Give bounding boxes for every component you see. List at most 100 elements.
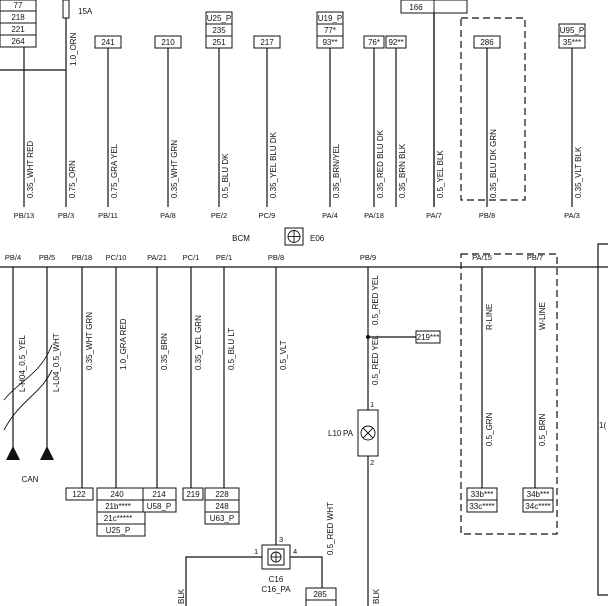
pin-label: PC/9 bbox=[259, 211, 276, 220]
wire-label: 0.35_BLU DK GRN bbox=[489, 129, 498, 198]
lower-wire-label: 0.5_BRN bbox=[538, 413, 547, 446]
module-name: BCM bbox=[232, 234, 250, 243]
dashed-option-box-lower bbox=[460, 253, 558, 535]
upper-ref: 77* bbox=[324, 26, 336, 35]
upper-ref: 210 bbox=[161, 38, 175, 47]
lower-wire-label: 0.5_RED YEL bbox=[371, 275, 380, 325]
wire-label: 0.35_WHT GRN bbox=[170, 140, 179, 198]
connector-sub: C16_PA bbox=[261, 585, 291, 594]
pin-label: PB/11 bbox=[98, 211, 118, 220]
lower-pin-label: PA/21 bbox=[147, 253, 167, 262]
upper-ref: 92** bbox=[388, 38, 403, 47]
lower-ref-boxes: 122 240 21b**** 21c***** U25_P 214 U58_P… bbox=[65, 330, 554, 537]
lower-pin-label: PC/1 bbox=[183, 253, 200, 262]
lower-wire-label: 0.5_GRN bbox=[485, 412, 494, 446]
lower-wire-label: 0.35_WHT GRN bbox=[85, 312, 94, 370]
connector-c16: 1 3 4 C16 C16_PA BLK 0.5_RED WHT 285 BLK bbox=[177, 502, 381, 606]
dashed-option-box-upper bbox=[460, 17, 526, 201]
wire-label: 0.35_VLT BLK bbox=[574, 146, 583, 198]
ref-122: 122 bbox=[72, 490, 86, 499]
ref-34c: 34c**** bbox=[525, 502, 550, 511]
lower-wire-label: R-LINE bbox=[485, 304, 494, 330]
wire-label: 0.5_BLU DK bbox=[221, 153, 230, 198]
ref-221: 221 bbox=[11, 25, 25, 34]
lower-pin-label: PB/5 bbox=[39, 253, 55, 262]
ref-166: 166 bbox=[409, 3, 423, 12]
can-label: CAN bbox=[22, 475, 39, 484]
connector-name: C16 bbox=[269, 575, 284, 584]
can-bus: CAN bbox=[3, 267, 54, 484]
pin-label: PB/13 bbox=[14, 211, 34, 220]
wire-label-blk-left: BLK bbox=[177, 588, 186, 604]
ref-u58p: U58_P bbox=[147, 502, 171, 511]
lower-wire-label: W-LINE bbox=[538, 302, 547, 330]
lamp-pin-2: 2 bbox=[370, 458, 374, 467]
wire-label: 0.75_ORN bbox=[68, 160, 77, 198]
lower-wire-label: 1.0_GRA RED bbox=[119, 318, 128, 370]
lower-wire-label: 0.5_BLU LT bbox=[227, 328, 236, 370]
ref-240: 240 bbox=[110, 490, 124, 499]
wire-label: 0.35_BRN/YEL bbox=[332, 143, 341, 198]
lower-wire-label: 0.5_VLT bbox=[279, 340, 288, 370]
fuse-rating: 15A bbox=[78, 7, 93, 16]
lamp-pin-1: 1 bbox=[370, 400, 374, 409]
ref-21c: 21c***** bbox=[104, 514, 132, 523]
wire-label-red-wht: 0.5_RED WHT bbox=[326, 502, 335, 555]
lower-pin-label: PB/9 bbox=[360, 253, 376, 262]
lower-wire-label: 0.5_RED YEL bbox=[371, 335, 380, 385]
ref-33b: 33b*** bbox=[471, 490, 494, 499]
upper-ref: 286 bbox=[480, 38, 494, 47]
lamp-icon bbox=[360, 425, 376, 441]
wire-label: 0.35_WHT RED bbox=[26, 141, 35, 198]
lower-pin-label: PB/7 bbox=[527, 253, 543, 262]
can-low-terminal-icon bbox=[40, 446, 54, 460]
lower-pin-label: PB/8 bbox=[268, 253, 284, 262]
upper-ref: U95_P bbox=[560, 26, 584, 35]
ref-264: 264 bbox=[11, 37, 25, 46]
ref-214: 214 bbox=[152, 490, 166, 499]
bcm-module: BCM E06 bbox=[232, 227, 325, 246]
ref-219: 219 bbox=[186, 490, 200, 499]
top-left-ref-stack: 77 218 221 264 bbox=[0, 0, 37, 48]
wire-label-blk-right: BLK bbox=[372, 588, 381, 604]
lower-wire-label: L-H04_0.5_YEL bbox=[18, 335, 27, 392]
ref-34b: 34b*** bbox=[527, 490, 550, 499]
upper-ref: 251 bbox=[212, 38, 226, 47]
upper-ref: 241 bbox=[101, 38, 115, 47]
lower-wire-label: 0.35_BRN bbox=[160, 333, 169, 370]
connector-pin-1: 1 bbox=[254, 547, 258, 556]
ref-228: 228 bbox=[215, 490, 229, 499]
lamp-l10: 1 2 L10 PA bbox=[328, 400, 379, 606]
wire-label-1-0-orn: 1.0_ORN bbox=[69, 32, 78, 66]
wire-label: 0.35_YEL BLU DK bbox=[269, 131, 278, 198]
ref-21b: 21b**** bbox=[105, 502, 131, 511]
lower-pin-label: PE/1 bbox=[216, 253, 232, 262]
ref-218: 218 bbox=[11, 13, 25, 22]
lamp-type: PA bbox=[343, 429, 354, 438]
pin-label: PA/8 bbox=[160, 211, 176, 220]
upper-ref: 35*** bbox=[563, 38, 581, 47]
upper-ref: 76* bbox=[368, 38, 380, 47]
pin-label: PE/2 bbox=[211, 211, 227, 220]
wire-label: 0.75_GRA YEL bbox=[110, 143, 119, 198]
wire-label: 0.35_RED BLU DK bbox=[376, 129, 385, 198]
connector-pin-3: 3 bbox=[279, 535, 283, 544]
wire-label: 0.35_BRN BLK bbox=[398, 143, 407, 198]
fuse-15a: 15A 1.0_ORN bbox=[62, 0, 93, 70]
ref-u63p: U63_P bbox=[210, 514, 234, 523]
pin-label: PA/18 bbox=[364, 211, 384, 220]
pin-label: PB/8 bbox=[479, 211, 495, 220]
connector-pin-4: 4 bbox=[293, 547, 297, 556]
module-ref: E06 bbox=[310, 234, 325, 243]
upper-ref: U19_P bbox=[318, 14, 342, 23]
pin-label: PB/3 bbox=[58, 211, 74, 220]
can-high-terminal-icon bbox=[6, 446, 20, 460]
wire-label: 0.5_YEL BLK bbox=[436, 150, 445, 198]
ref-219-triple: 219*** bbox=[417, 333, 440, 342]
ref-33c: 33c**** bbox=[469, 502, 494, 511]
lower-pin-label: PC/10 bbox=[106, 253, 127, 262]
lower-pin-label: PB/4 bbox=[5, 253, 21, 262]
